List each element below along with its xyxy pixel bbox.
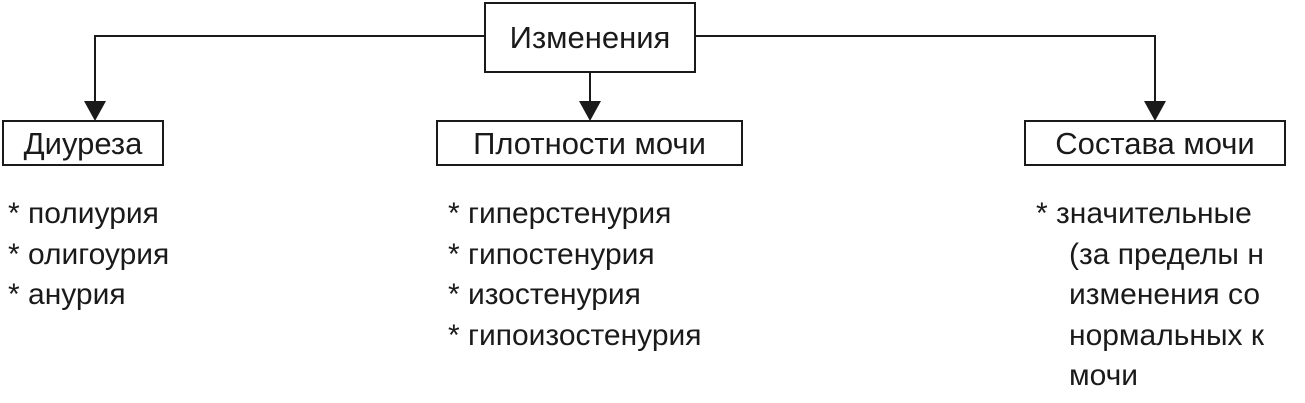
list-item-continuation: изменения со [1036,275,1264,316]
list-urine-composition: * значительные (за пределы н изменения с… [1036,194,1264,397]
connector-left [94,35,484,104]
list-item-continuation: (за пределы н [1036,235,1264,276]
category-label-urine-composition: Состава мочи [1055,125,1255,161]
arrowhead-right [1144,101,1166,121]
root-node-label: Изменения [509,20,671,55]
list-item-continuation-text: (за пределы н [1069,237,1264,271]
category-label-urine-density: Плотности мочи [473,125,706,161]
category-box-urine-composition: Состава мочи [1024,120,1286,166]
category-label-diuresis: Диуреза [23,125,143,161]
list-item-continuation: нормальных к [1036,316,1264,357]
list-item: * изостенурия [448,278,641,311]
list-item-continuation-text: изменения со [1069,278,1261,311]
arrowhead-center [579,101,601,121]
list-diuresis: * полиурия * олигоурия * анурия [8,194,169,316]
arrowhead-left [84,101,106,121]
list-item: * анурия [8,278,126,311]
list-item-continuation: мочи [1036,356,1264,397]
category-box-diuresis: Диуреза [2,120,164,166]
list-item: * гипостенурия [448,237,655,271]
list-item: * полиурия [8,197,159,230]
list-item-continuation-text: нормальных к [1069,318,1264,352]
connector-right [696,35,1156,104]
root-node-box: Изменения [484,2,696,73]
list-item: * гипоизостенурия [448,318,702,352]
list-urine-density: * гиперстенурия * гипостенурия * изостен… [448,194,702,356]
category-box-urine-density: Плотности мочи [436,120,743,166]
list-item: * значительные [1036,197,1252,230]
list-item: * гиперстенурия [448,197,672,230]
list-item: * олигоурия [8,237,170,271]
list-item-continuation-text: мочи [1069,359,1139,392]
